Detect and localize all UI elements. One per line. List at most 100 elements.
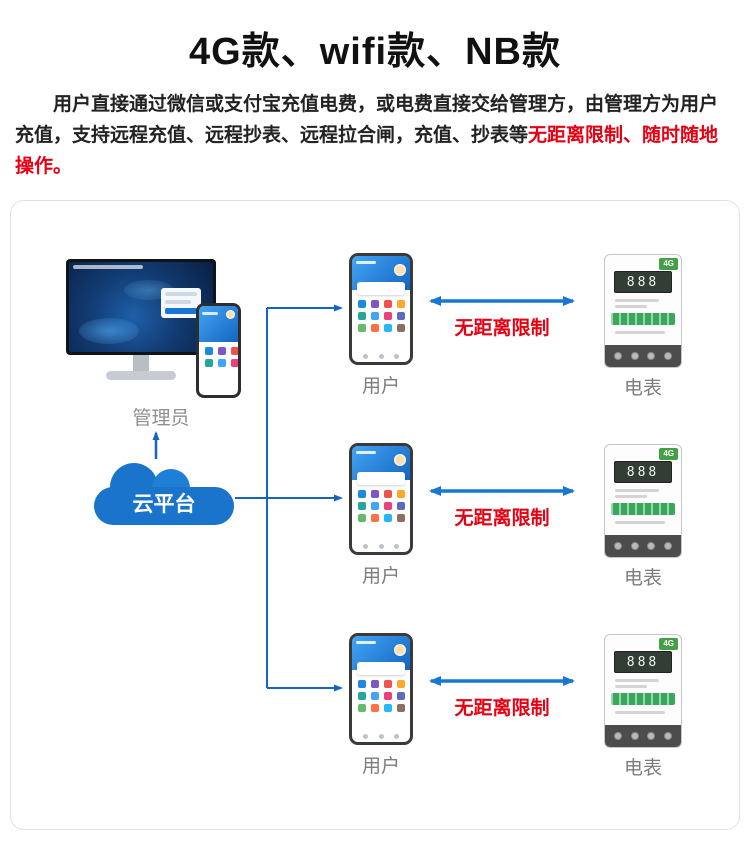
avatar-icon xyxy=(394,644,406,656)
meter-lcd: 888 xyxy=(614,271,672,293)
phone-nav-bar xyxy=(352,734,410,739)
user-label: 用户 xyxy=(361,566,400,587)
user-label: 用户 xyxy=(361,756,400,777)
meter-4g-badge: 4G xyxy=(659,448,678,460)
app-icon xyxy=(371,704,379,712)
phone-app-grid xyxy=(352,295,410,332)
admin-phone-app-grid xyxy=(199,342,238,367)
meter-label: 电表 xyxy=(623,758,662,779)
app-icon xyxy=(384,514,392,522)
app-icon xyxy=(371,502,379,510)
app-icon xyxy=(205,346,213,355)
description: 用户直接通过微信或支付宝充值电费，或电费直接交给管理方，由管理方为用户充值，支持… xyxy=(15,89,735,182)
distance-label: 无距离限制 xyxy=(454,698,550,719)
app-icon xyxy=(218,358,226,367)
cloud-label: 云平台 xyxy=(132,493,196,516)
app-icon xyxy=(358,312,366,320)
electric-meter: 4G 888 xyxy=(604,254,682,368)
meter-text-line xyxy=(615,299,659,302)
app-icon xyxy=(397,692,405,700)
app-icon xyxy=(358,300,366,308)
meter-lcd-value: 888 xyxy=(626,654,660,670)
cloud-shape xyxy=(94,487,234,525)
admin-monitor-screen xyxy=(69,262,213,352)
app-icon xyxy=(231,346,238,355)
meter-label: 电表 xyxy=(623,568,662,589)
monitor-titlebar xyxy=(73,265,143,269)
meter-label-strip xyxy=(611,503,675,515)
app-icon xyxy=(358,324,366,332)
app-icon xyxy=(397,300,405,308)
admin-phone-header xyxy=(199,306,238,342)
connector-lines xyxy=(152,296,575,692)
admin-phone xyxy=(196,303,241,398)
app-icon xyxy=(371,300,379,308)
page-title: 4G款、wifi款、NB款 xyxy=(189,31,561,73)
app-icon xyxy=(384,680,392,688)
description-highlight: 无距离限制、随时随地操作。 xyxy=(15,125,719,177)
phone-card xyxy=(356,662,406,675)
app-icon xyxy=(371,490,379,498)
avatar-icon xyxy=(394,264,406,276)
meter-text-line xyxy=(615,331,665,334)
app-icon xyxy=(384,312,392,320)
monitor-decor xyxy=(79,318,139,344)
app-icon xyxy=(397,312,405,320)
header-text-bar xyxy=(356,261,376,264)
app-icon xyxy=(358,692,366,700)
app-icon xyxy=(384,692,392,700)
meter-label: 电表 xyxy=(623,378,662,399)
app-icon xyxy=(397,680,405,688)
meter-label-strip xyxy=(611,693,675,705)
app-icon xyxy=(384,300,392,308)
distance-label: 无距离限制 xyxy=(454,508,550,529)
meter-terminals xyxy=(605,725,681,747)
header-text-bar xyxy=(202,312,218,315)
meter-text-line xyxy=(615,711,665,714)
app-icon xyxy=(205,358,213,367)
app-icon xyxy=(371,692,379,700)
app-icon xyxy=(358,704,366,712)
phone-nav-bar xyxy=(352,544,410,549)
admin-label: 管理员 xyxy=(132,408,190,429)
meter-text-line xyxy=(615,489,659,492)
app-icon xyxy=(384,324,392,332)
meter-terminals xyxy=(605,345,681,367)
distance-label: 无距离限制 xyxy=(454,318,550,339)
monitor-base xyxy=(106,371,176,380)
admin-monitor xyxy=(66,259,216,355)
meter-lcd: 888 xyxy=(614,651,672,673)
app-icon xyxy=(358,680,366,688)
meter-text-line xyxy=(615,495,647,498)
phone-card xyxy=(356,282,406,295)
meter-lcd-value: 888 xyxy=(626,274,660,290)
header-text-bar xyxy=(356,451,376,454)
meter-label-strip xyxy=(611,313,675,325)
app-icon xyxy=(371,514,379,522)
meter-lcd: 888 xyxy=(614,461,672,483)
avatar-icon xyxy=(394,454,406,466)
phone-nav-bar xyxy=(352,354,410,359)
app-icon xyxy=(358,514,366,522)
diagram-panel: 管理员 云平台 用户 无距离限制 4G 888 xyxy=(10,200,740,830)
phone-app-grid xyxy=(352,485,410,522)
electric-meter: 4G 888 xyxy=(604,634,682,748)
app-icon xyxy=(384,704,392,712)
app-icon xyxy=(384,490,392,498)
app-icon xyxy=(384,502,392,510)
avatar-icon xyxy=(226,310,235,319)
app-icon xyxy=(371,680,379,688)
app-icon xyxy=(371,324,379,332)
meter-lcd-value: 888 xyxy=(626,464,660,480)
app-icon xyxy=(371,312,379,320)
app-icon xyxy=(397,514,405,522)
meter-text-line xyxy=(615,521,665,524)
app-icon xyxy=(397,490,405,498)
app-icon xyxy=(218,346,226,355)
phone-app-grid xyxy=(352,675,410,712)
monitor-login-card xyxy=(161,288,201,318)
user-phone xyxy=(349,633,413,745)
user-label: 用户 xyxy=(361,376,400,397)
app-icon xyxy=(397,324,405,332)
